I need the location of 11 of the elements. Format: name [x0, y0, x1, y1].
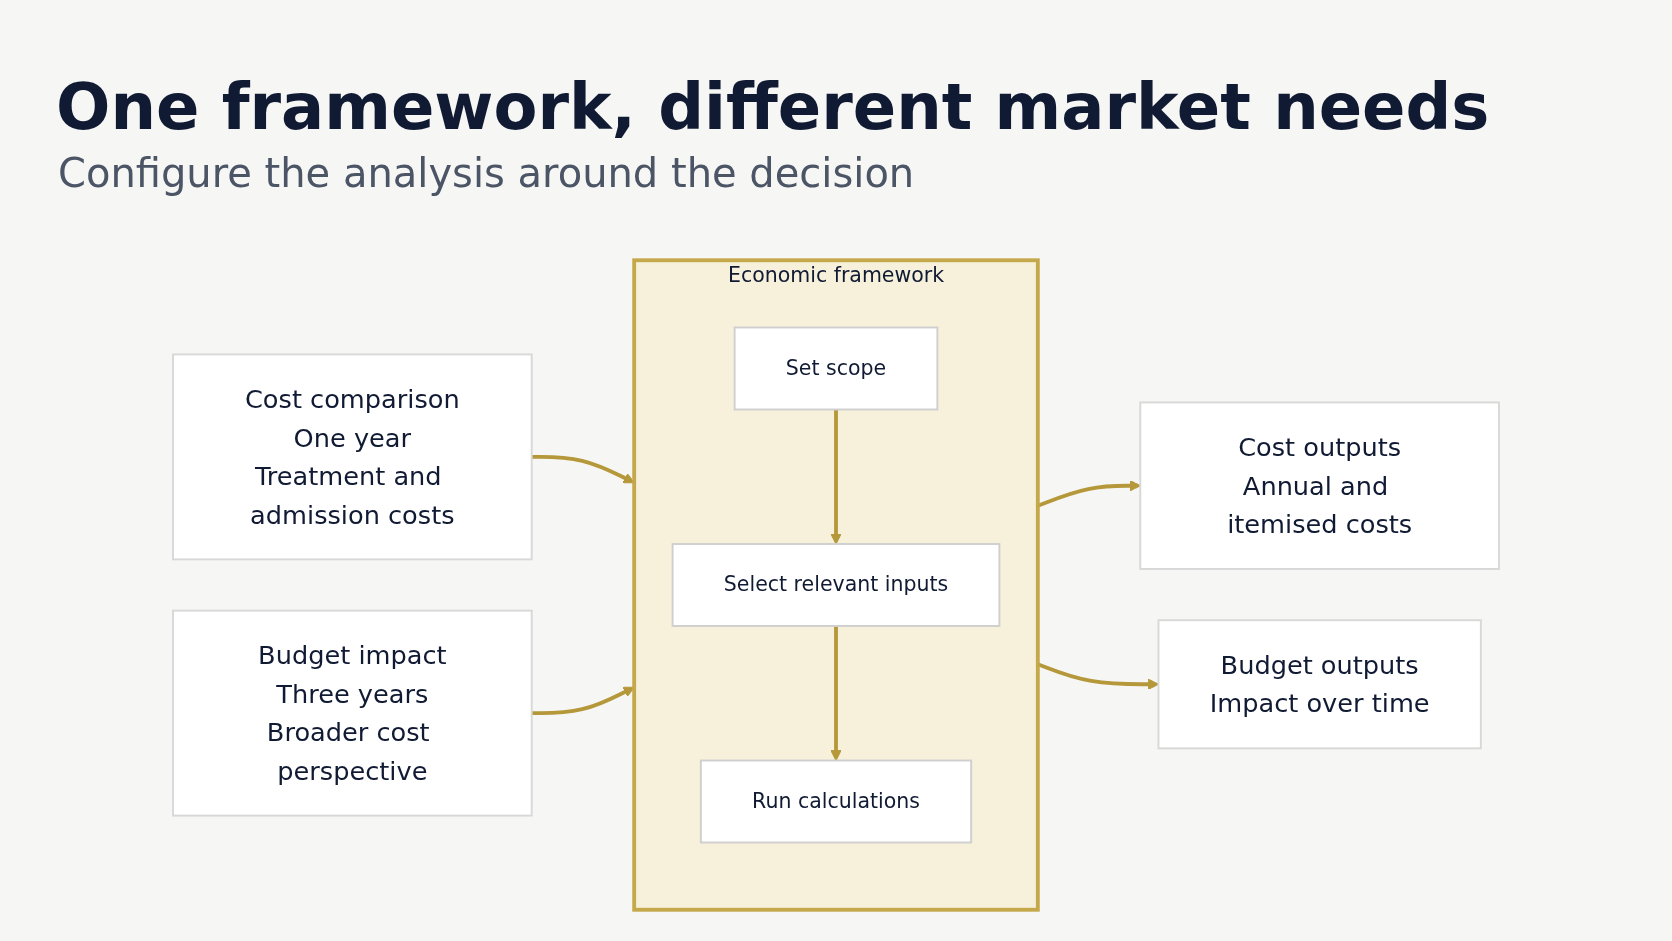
- node-box: Budget impact Three years Broader cost perspective: [172, 609, 533, 817]
- arrow: [830, 626, 842, 761]
- title: One framework, different market needs: [56, 70, 1491, 144]
- subtitle: Configure the analysis around the decision: [58, 150, 916, 196]
- node-box: Run calculations: [699, 759, 973, 844]
- node-box: Budget outputs Impact over time: [1157, 619, 1482, 750]
- node-box: Set scope: [733, 326, 939, 411]
- node-box: Cost comparison One year Treatment and admission costs: [172, 353, 533, 561]
- node-box: Select relevant inputs: [671, 543, 1001, 627]
- arrow: [830, 409, 842, 545]
- node-box: Cost outputs Annual and itemised costs: [1139, 401, 1500, 570]
